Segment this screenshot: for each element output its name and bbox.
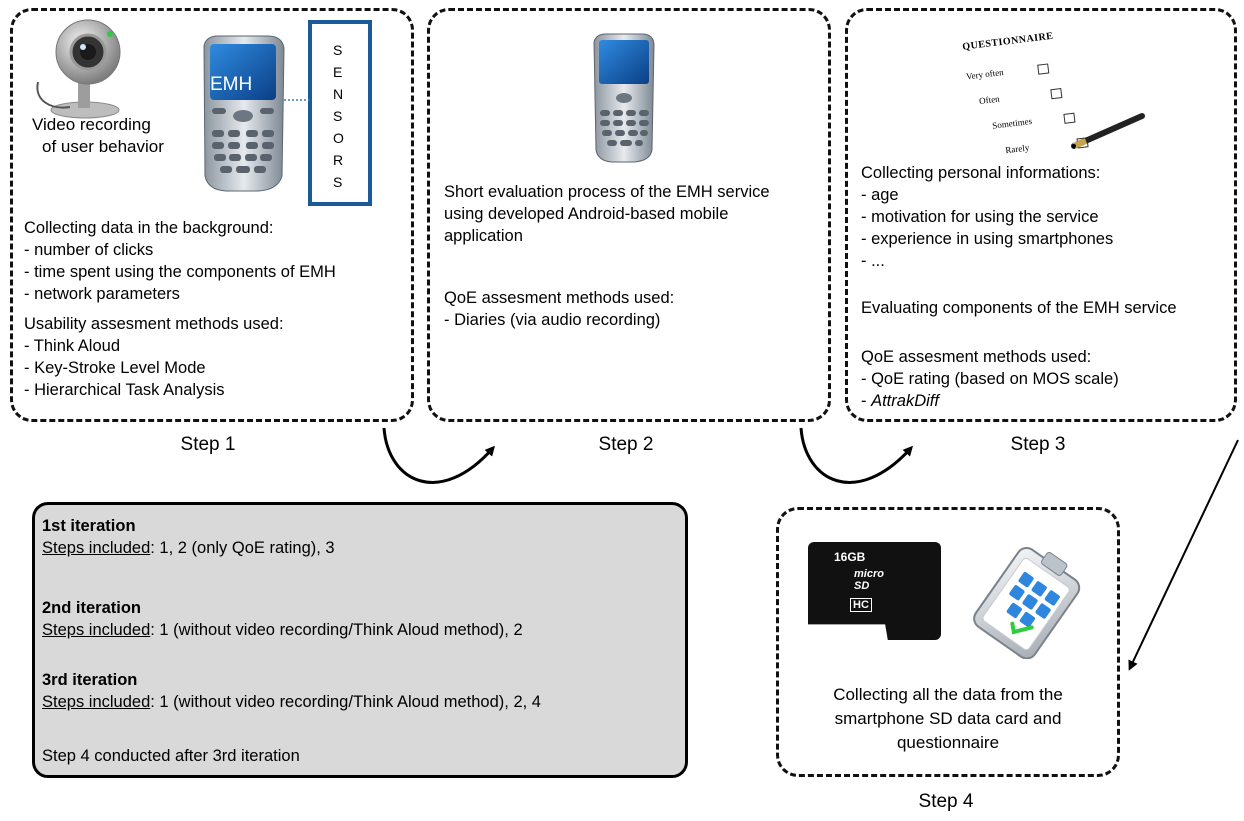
iteration-steps: Steps included: 1, 2 (only QoE rating), …	[42, 538, 335, 559]
steps-included-label: Steps included	[42, 621, 151, 639]
sensors-letter: N	[333, 86, 344, 102]
personal-item: - ...	[861, 252, 885, 270]
arrow-step3-to-step4	[1128, 439, 1239, 671]
step4-label: Step 4	[918, 791, 974, 812]
step1-label: Step 1	[180, 434, 236, 455]
sd-brand-hc: HC	[850, 598, 872, 612]
step4-desc-line: questionnaire	[896, 733, 1000, 752]
iteration-title: 2nd iteration	[42, 599, 142, 617]
usability-item: - Hierarchical Task Analysis	[24, 381, 225, 399]
sensors-box	[308, 20, 372, 206]
iterations-box	[32, 502, 688, 778]
step2-desc-line: using developed Android-based mobile	[444, 205, 729, 223]
background-item: - network parameters	[24, 285, 180, 303]
phone-icon	[593, 33, 655, 163]
step3-qoe-item: - QoE rating (based on MOS scale)	[861, 370, 1119, 388]
usability-item: - Key-Stroke Level Mode	[24, 359, 206, 377]
step1-box	[10, 8, 414, 422]
step4-desc-line: smartphone SD data card and	[834, 709, 1062, 728]
sensors-letter: S	[333, 174, 343, 190]
step4-desc-line: Collecting all the data from the	[833, 685, 1063, 704]
personal-title: Collecting personal informations:	[861, 164, 1101, 182]
video-caption-line2: of user behavior	[42, 137, 164, 156]
questionnaire-option: Often	[978, 93, 1001, 107]
checkbox-icon	[1050, 88, 1063, 100]
iterations-note: Step 4 conducted after 3rd iteration	[42, 747, 300, 765]
background-item: - number of clicks	[24, 241, 154, 259]
qoe-item-prefix: -	[861, 392, 872, 410]
step3-box	[845, 8, 1237, 422]
sd-capacity: 16GB	[834, 550, 866, 564]
steps-included-label: Steps included	[42, 693, 151, 711]
personal-item: - experience in using smartphones	[861, 230, 1114, 248]
questionnaire-option: Very often	[965, 66, 1005, 82]
sensors-letter: O	[333, 130, 344, 146]
personal-item: - motivation for using the service	[861, 208, 1099, 226]
sensors-letter: S	[333, 42, 343, 58]
arrow-step2-to-step3	[799, 427, 914, 484]
usability-item: - Think Aloud	[24, 337, 121, 355]
pen-icon	[1071, 113, 1145, 149]
clipboard-app-icon	[973, 546, 1081, 659]
sd-brand-micro: micro	[854, 568, 884, 580]
questionnaire-title: QUESTIONNAIRE	[961, 30, 1054, 53]
step4-box	[776, 507, 1120, 777]
steps-included-value: : 1 (without video recording/Think Aloud…	[150, 621, 523, 639]
phone-icon	[203, 35, 285, 192]
personal-item: - age	[861, 186, 899, 204]
arrow-step1-to-step2	[382, 427, 495, 484]
iteration-steps: Steps included: 1 (without video recordi…	[42, 620, 523, 641]
iteration-title: 1st iteration	[42, 517, 136, 535]
steps-included-value: : 1, 2 (only QoE rating), 3	[150, 539, 335, 557]
step2-desc-line: Short evaluation process of the EMH serv…	[444, 183, 770, 201]
step3-label: Step 3	[1010, 434, 1066, 455]
step3-qoe-title: QoE assesment methods used:	[861, 348, 1092, 366]
iteration-title: 3rd iteration	[42, 671, 138, 689]
iteration-steps: Steps included: 1 (without video recordi…	[42, 692, 541, 713]
background-item: - time spent using the components of EMH	[24, 263, 336, 281]
step3-qoe-item: - AttrakDiff	[861, 391, 939, 412]
questionnaire-option: Rarely	[1004, 142, 1030, 156]
step2-qoe-title: QoE assesment methods used:	[444, 289, 675, 307]
step2-box	[427, 8, 831, 422]
step2-label: Step 2	[598, 434, 654, 455]
sd-card-icon: 16GB micro SD HC	[808, 542, 941, 640]
checkbox-icon	[1037, 63, 1050, 75]
video-caption-line1: Video recording	[32, 115, 151, 134]
sensors-letter: S	[333, 108, 343, 124]
steps-included-value: : 1 (without video recording/Think Aloud…	[150, 693, 541, 711]
questionnaire-option: Sometimes	[991, 115, 1033, 131]
sensors-letter: R	[333, 152, 344, 168]
step2-qoe-item: - Diaries (via audio recording)	[444, 311, 661, 329]
phone-screen-label: EMH	[210, 74, 253, 95]
usability-title: Usability assesment methods used:	[24, 315, 284, 333]
sensors-letter: E	[333, 64, 343, 80]
steps-included-label: Steps included	[42, 539, 151, 557]
webcam-icon	[36, 19, 121, 119]
background-title: Collecting data in the background:	[24, 219, 274, 237]
evaluating-text: Evaluating components of the EMH service	[861, 299, 1177, 317]
sd-brand-sd: SD	[854, 580, 870, 592]
step2-desc-line: application	[444, 227, 523, 245]
attrakdiff-text: AttrakDiff	[871, 392, 939, 410]
